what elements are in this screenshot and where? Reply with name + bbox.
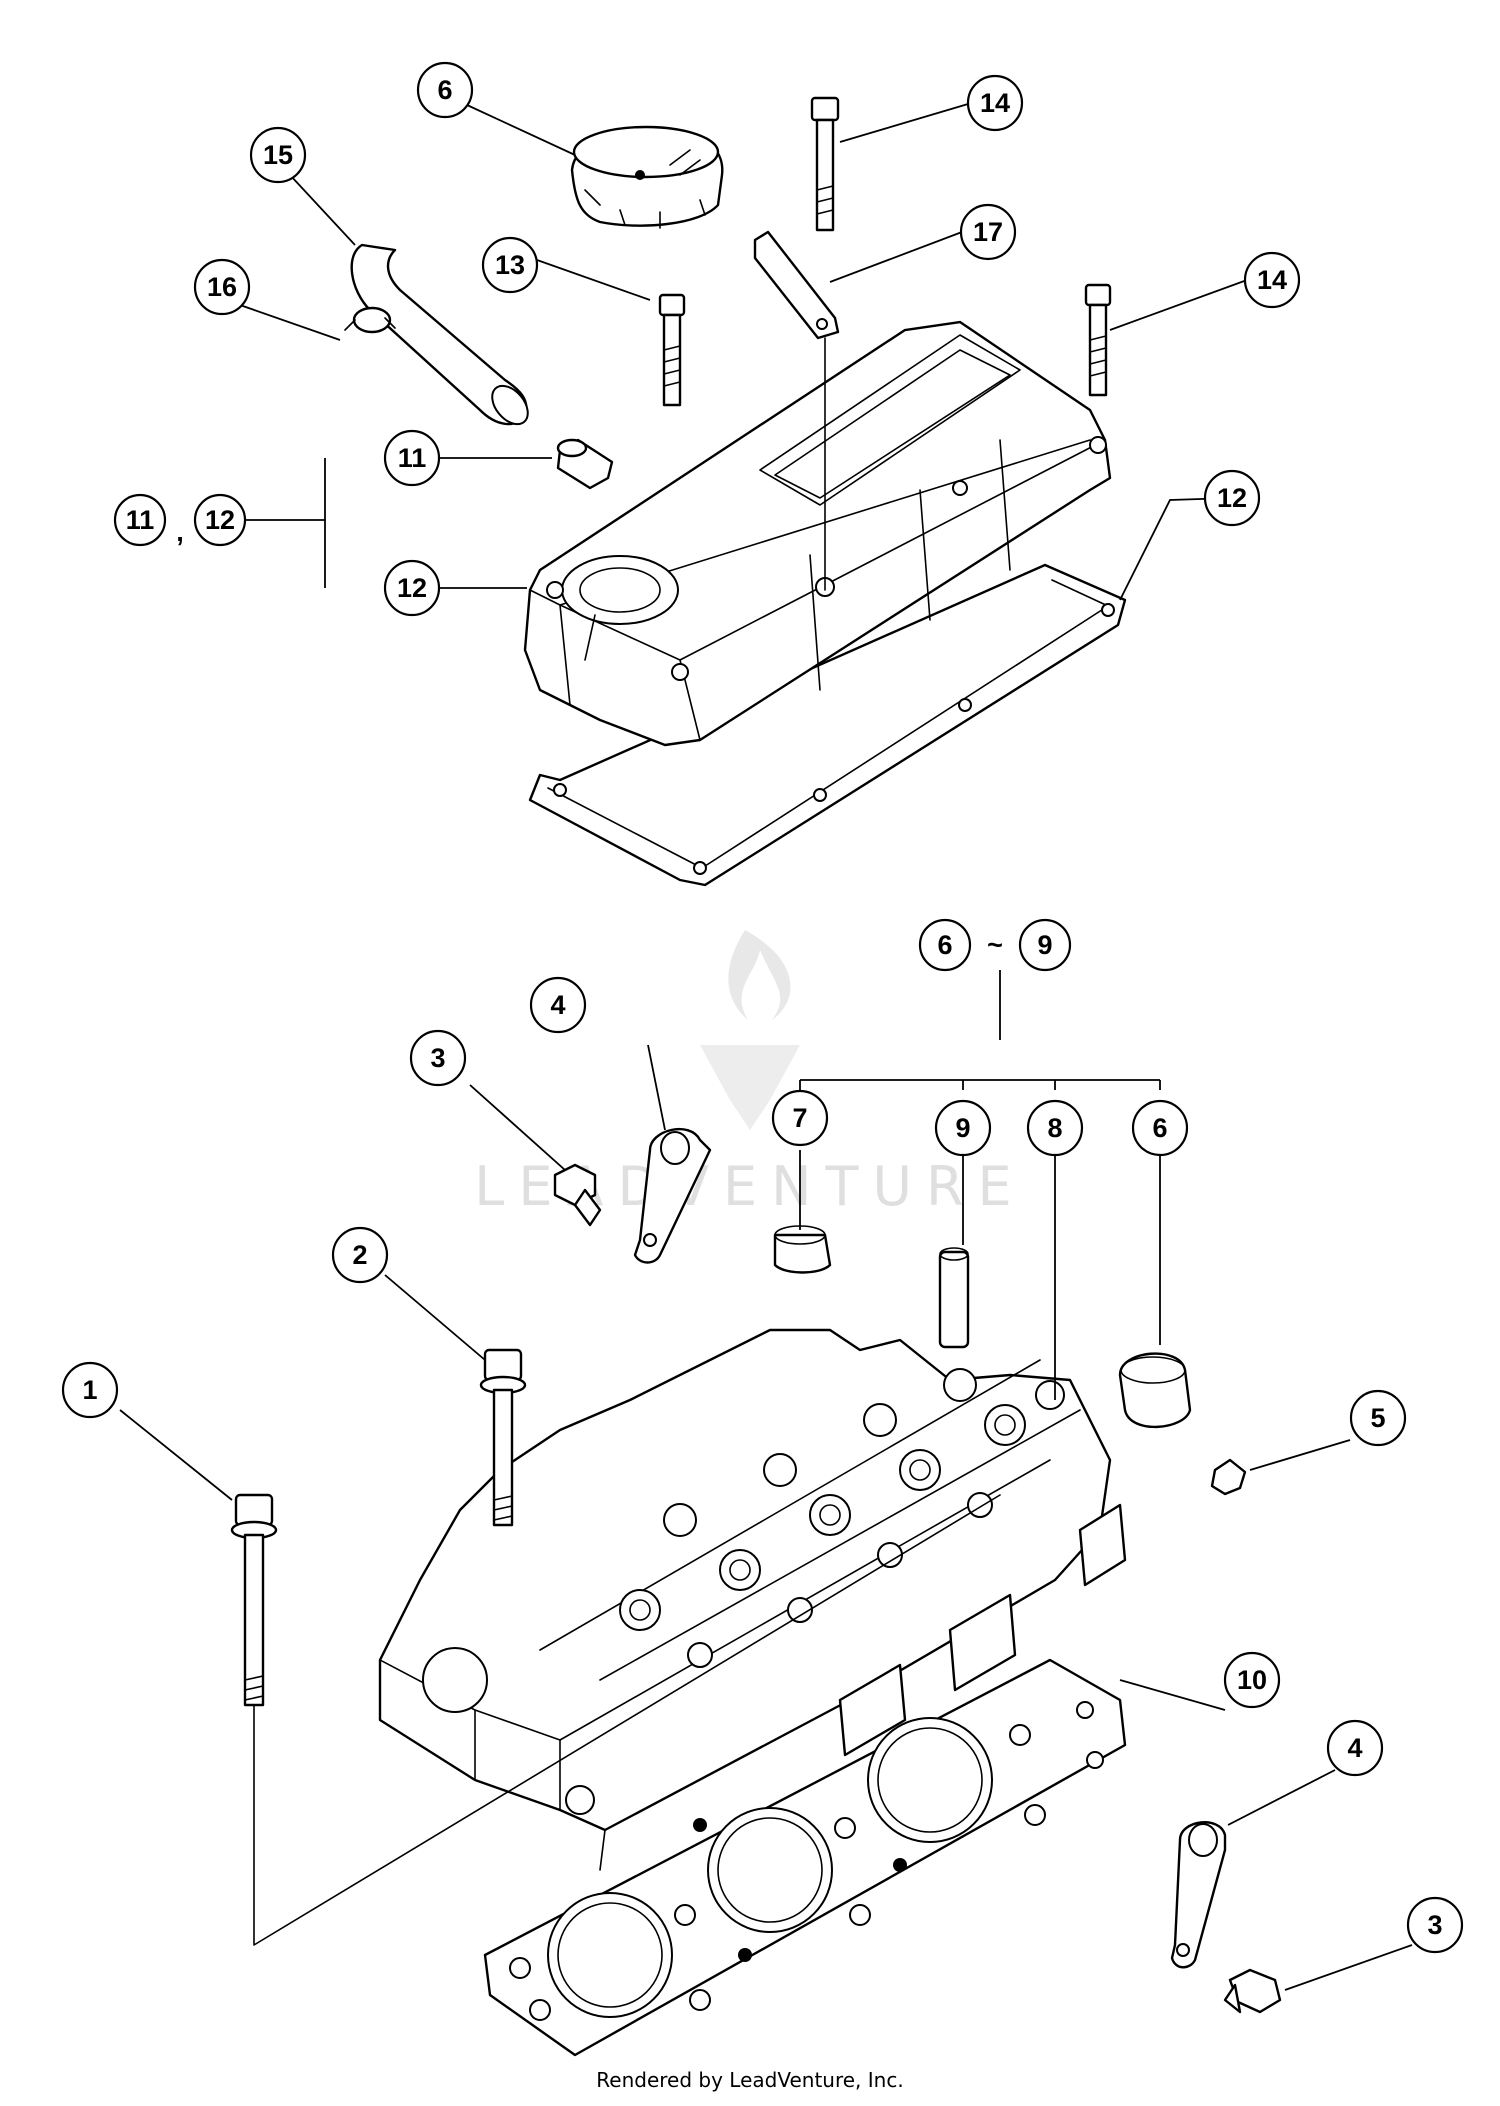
callout-9: 9 bbox=[934, 1099, 992, 1157]
svg-text:7: 7 bbox=[792, 1103, 807, 1133]
gasket-bolt-hole bbox=[693, 861, 707, 875]
svg-text:3: 3 bbox=[1427, 1910, 1442, 1940]
callout-12-group: 12 bbox=[193, 493, 247, 547]
gasket-bolt-hole bbox=[958, 698, 972, 712]
callout-10: 10 bbox=[1223, 1651, 1281, 1709]
svg-text:14: 14 bbox=[980, 88, 1010, 118]
head-bolt-short bbox=[479, 1348, 527, 1527]
callout-14-left: 13 bbox=[481, 236, 539, 294]
svg-text:10: 10 bbox=[1237, 1665, 1267, 1695]
callout-6: 6 bbox=[1131, 1099, 1189, 1157]
svg-text:11: 11 bbox=[126, 505, 155, 535]
svg-text:6: 6 bbox=[437, 75, 452, 105]
svg-text:4: 4 bbox=[1347, 1733, 1362, 1763]
svg-text:14: 14 bbox=[1257, 265, 1287, 295]
sealing-cap bbox=[1118, 1352, 1192, 1429]
callout-4-lower: 4 bbox=[1326, 1719, 1384, 1777]
rocker-cover-gasket bbox=[528, 563, 1127, 887]
callout-3-lower: 3 bbox=[1406, 1896, 1464, 1954]
callout-3-upper: 3 bbox=[409, 1029, 467, 1087]
svg-text:16: 16 bbox=[207, 272, 237, 302]
plug bbox=[1210, 1458, 1247, 1496]
lifting-eye-upper bbox=[633, 1127, 712, 1264]
callout-4-upper: 4 bbox=[529, 976, 587, 1034]
callout-11: 11 bbox=[383, 429, 441, 487]
group-tilde: ~ bbox=[987, 930, 1003, 960]
svg-text:12: 12 bbox=[205, 505, 235, 535]
svg-text:1: 1 bbox=[82, 1375, 97, 1405]
callout-12: 12 bbox=[383, 559, 441, 617]
rendered-by-footer: Rendered by LeadVenture, Inc. bbox=[596, 2068, 904, 2092]
leader-lines bbox=[119, 103, 1413, 1991]
svg-text:4: 4 bbox=[550, 990, 565, 1020]
cover-bracket bbox=[753, 230, 840, 340]
svg-text:11: 11 bbox=[398, 443, 427, 473]
rocker-cover-gasket-inner bbox=[547, 579, 1109, 869]
callout-9-group: 9 bbox=[1018, 918, 1072, 972]
svg-text:12: 12 bbox=[1217, 483, 1247, 513]
svg-text:3: 3 bbox=[430, 1043, 445, 1073]
callout-15: 14 bbox=[966, 74, 1024, 132]
valve-stem-seal bbox=[773, 1225, 832, 1274]
long-cover-bolt bbox=[810, 96, 840, 232]
callout-5: 5 bbox=[1349, 1389, 1407, 1447]
cylinder-head bbox=[378, 1328, 1127, 1871]
svg-text:6: 6 bbox=[937, 930, 952, 960]
svg-text:15: 15 bbox=[263, 140, 293, 170]
eye-bolt-upper bbox=[553, 1163, 602, 1227]
head-bolt-long bbox=[230, 1493, 278, 1707]
svg-text:5: 5 bbox=[1370, 1403, 1385, 1433]
valve-guide bbox=[938, 1247, 970, 1349]
breather-hose-end bbox=[491, 384, 529, 426]
group-comma: , bbox=[176, 517, 184, 547]
callout-6-group: 6 bbox=[918, 918, 972, 972]
callout-18: 16 bbox=[193, 258, 251, 316]
svg-text:6: 6 bbox=[1152, 1113, 1167, 1143]
gasket-bolt-hole bbox=[553, 783, 567, 797]
callout-16: 6 bbox=[416, 61, 474, 119]
bolt-alignment-line bbox=[253, 1494, 1001, 1946]
hose-clip bbox=[344, 306, 396, 334]
callout-19: 17 bbox=[959, 203, 1017, 261]
callout-14-right: 14 bbox=[1243, 251, 1301, 309]
svg-text:8: 8 bbox=[1047, 1113, 1062, 1143]
callout-1: 1 bbox=[61, 1361, 119, 1419]
lifting-eye-lower bbox=[1170, 1821, 1227, 1969]
oil-filler-cap bbox=[570, 125, 724, 229]
flame-watermark-icon bbox=[728, 930, 791, 1020]
svg-text:9: 9 bbox=[1037, 930, 1052, 960]
callout-8: 8 bbox=[1026, 1099, 1084, 1157]
callout-11-group: 11 bbox=[113, 493, 167, 547]
head-gasket bbox=[483, 1658, 1127, 2057]
callout-7: 7 bbox=[771, 1089, 829, 1147]
svg-text:12: 12 bbox=[397, 573, 427, 603]
eye-bolt-lower bbox=[1223, 1968, 1282, 2014]
svg-text:17: 17 bbox=[973, 217, 1003, 247]
callout-13: 12 bbox=[1203, 469, 1261, 527]
breather-fitting bbox=[556, 438, 614, 490]
callout-17: 15 bbox=[249, 126, 307, 184]
rocker-cover bbox=[523, 320, 1112, 747]
callout-2: 2 bbox=[331, 1226, 389, 1284]
cover-bolt-right bbox=[1084, 283, 1112, 397]
svg-text:13: 13 bbox=[495, 250, 525, 280]
gasket-bolt-hole bbox=[813, 788, 827, 802]
cover-bolt-left bbox=[658, 293, 686, 407]
gasket-bolt-hole bbox=[1101, 603, 1115, 617]
v-mark-watermark-icon bbox=[700, 1045, 800, 1130]
svg-text:9: 9 bbox=[955, 1113, 970, 1143]
svg-text:2: 2 bbox=[352, 1240, 367, 1270]
